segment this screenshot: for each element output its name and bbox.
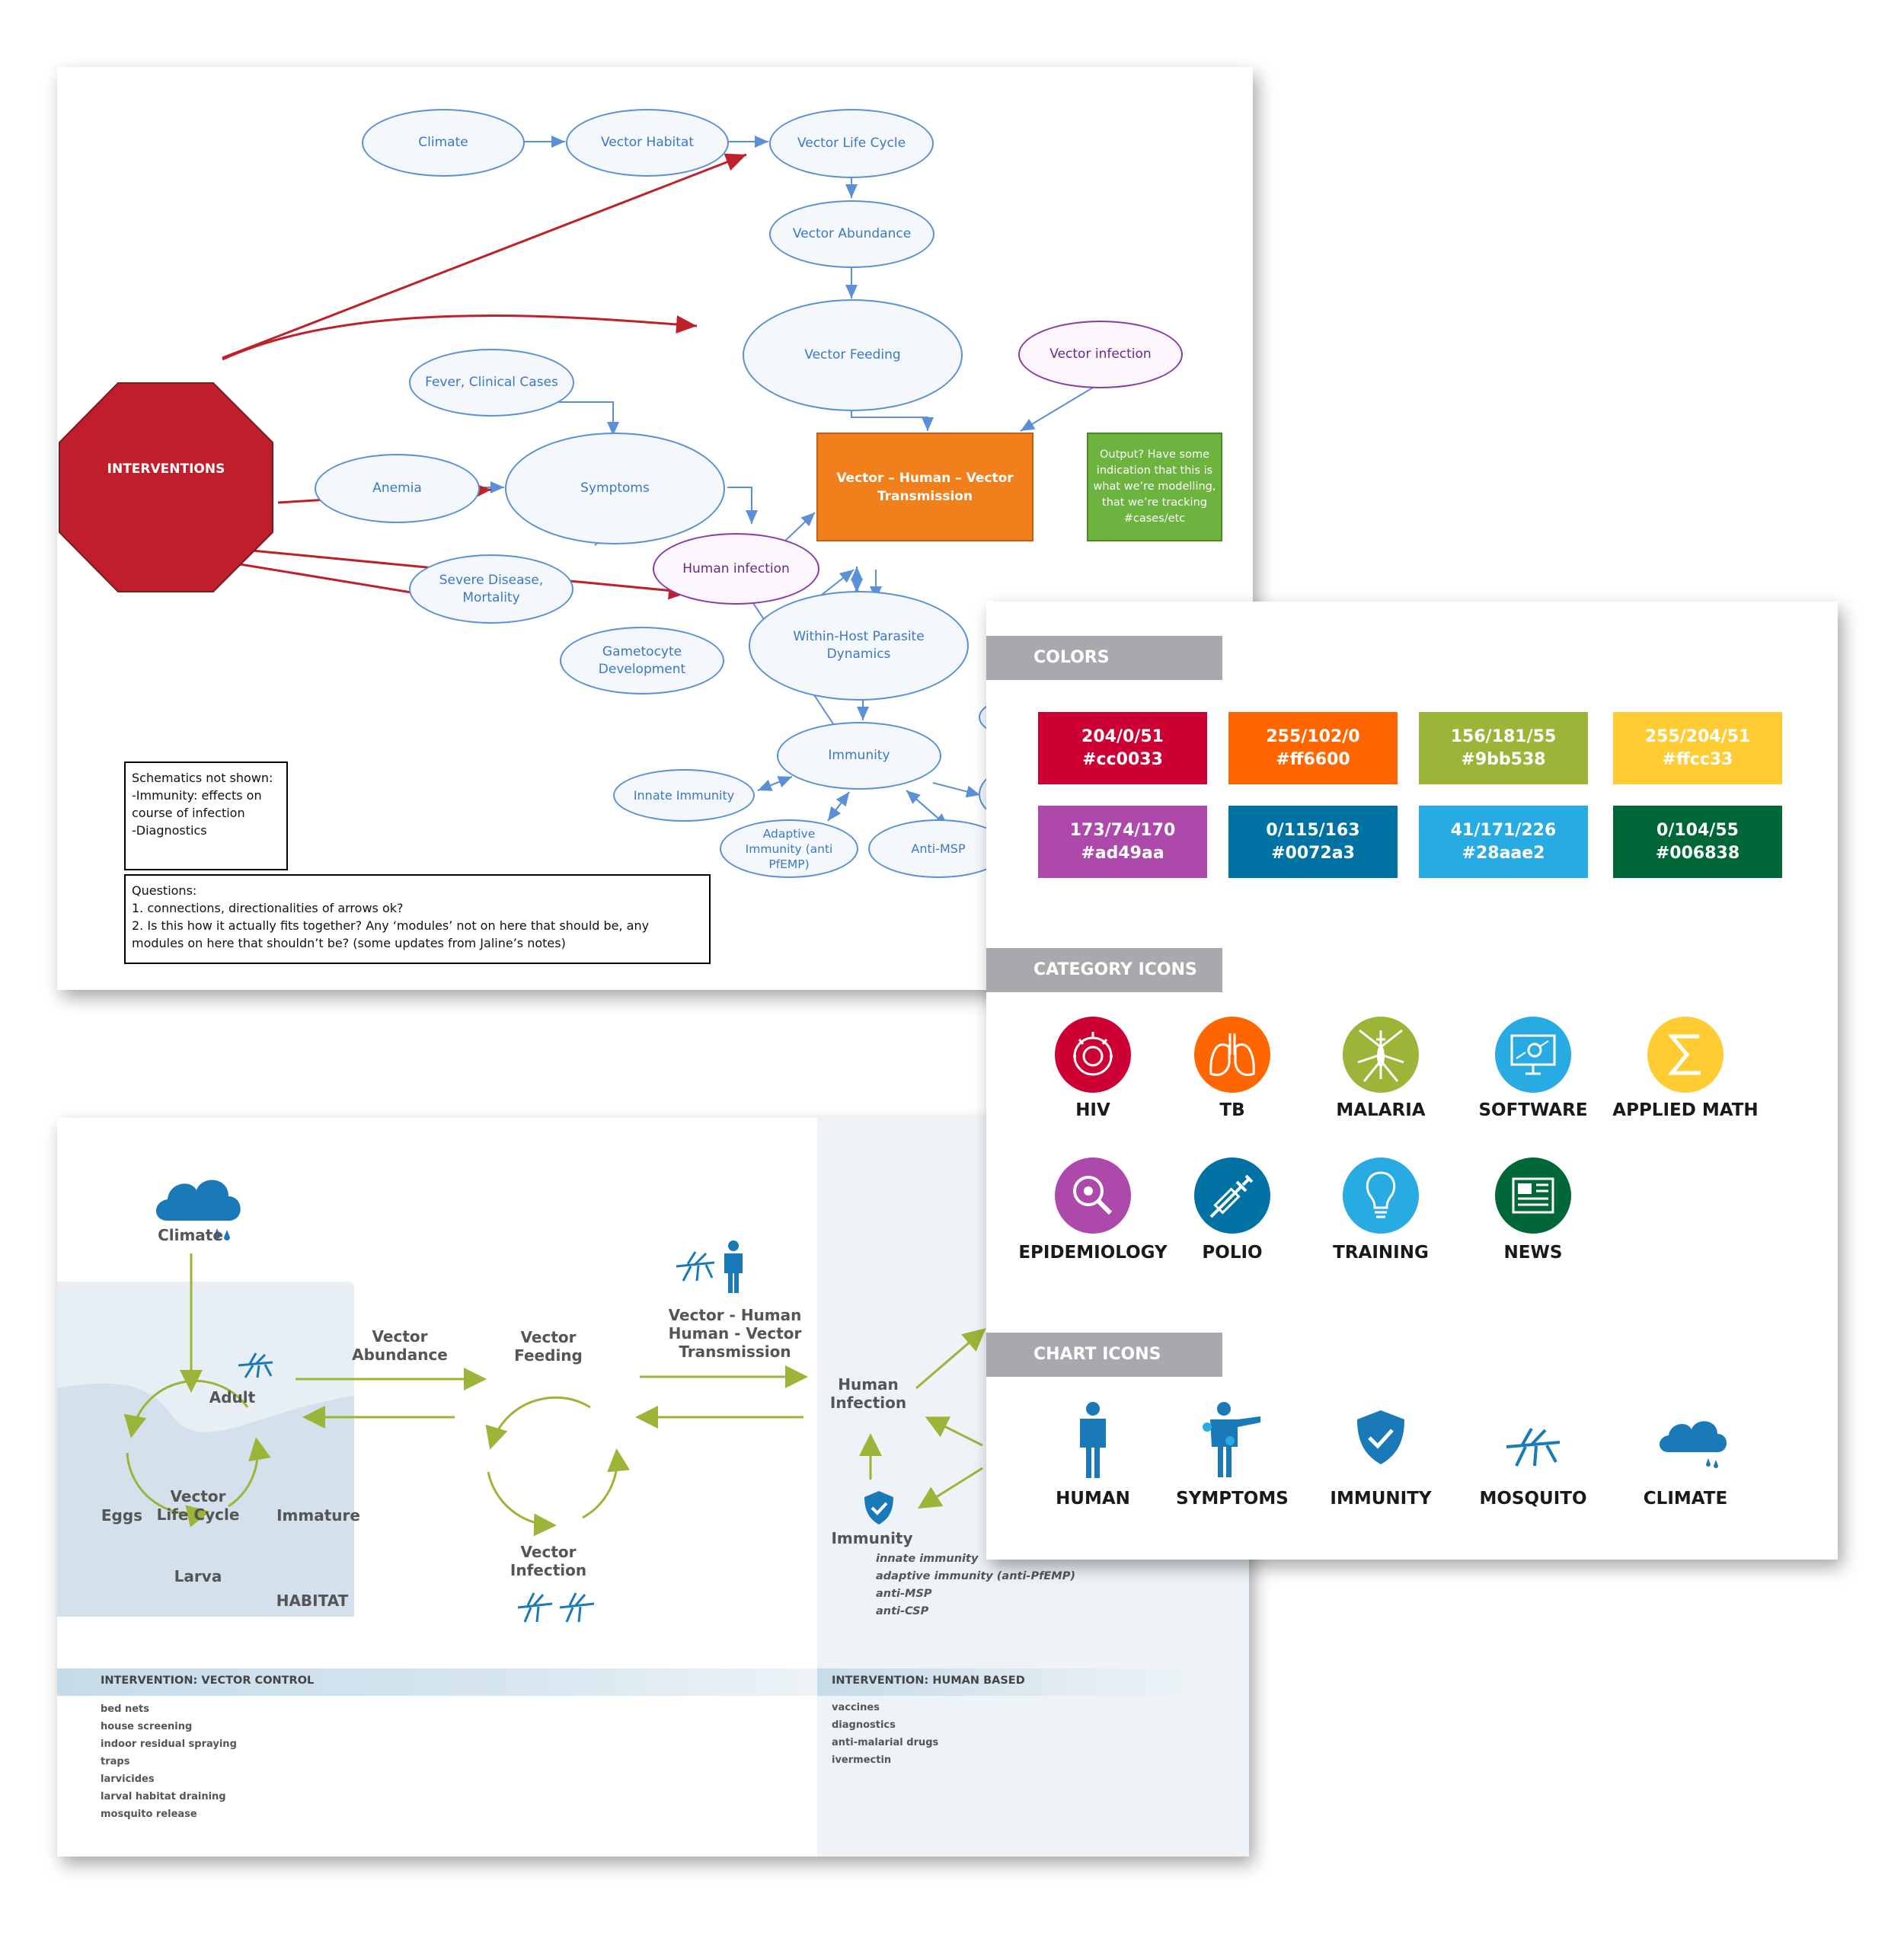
label-adult: Adult xyxy=(209,1388,256,1406)
shield-icon xyxy=(1357,1410,1404,1464)
habitat-water xyxy=(57,1383,354,1617)
color-swatch-orange: 255/102/0#ff6600 xyxy=(1228,712,1398,784)
mosquito-icon xyxy=(676,1251,715,1282)
node-vector-human-transmission: Vector – Human – Vector Transmission xyxy=(816,433,1033,541)
immunity-list: innate immunity adaptive immunity (anti-… xyxy=(876,1553,1075,1617)
newspaper-icon xyxy=(1495,1157,1571,1234)
human-based-title: INTERVENTION: HUMAN BASED xyxy=(832,1675,1025,1687)
human-icon xyxy=(724,1240,743,1293)
mosquito-icon xyxy=(238,1352,273,1378)
interventions-label: INTERVENTIONS xyxy=(107,461,225,477)
color-swatch-red: 204/0/51#cc0033 xyxy=(1038,712,1207,784)
syringe-icon xyxy=(1194,1157,1270,1234)
computer-icon xyxy=(1495,1017,1571,1093)
node-adaptive-immunity: Adaptive Immunity (anti PfEMP) xyxy=(720,819,858,878)
magnifier-icon xyxy=(1055,1157,1131,1234)
illustrated-arrows xyxy=(123,1253,986,1537)
color-swatch-purple: 173/74/170#ad49aa xyxy=(1038,806,1207,878)
color-swatch-green: 156/181/55#9bb538 xyxy=(1419,712,1588,784)
vector-control-bar xyxy=(57,1668,819,1696)
colors-section-title: COLORS xyxy=(986,636,1222,680)
mosquito-icon xyxy=(1506,1428,1561,1467)
schematic-connectors xyxy=(59,136,1097,828)
label-eggs: Eggs xyxy=(101,1506,143,1525)
vector-control-title: INTERVENTION: VECTOR CONTROL xyxy=(101,1675,315,1687)
node-anemia: Anemia xyxy=(315,454,480,523)
node-innate-immunity: Innate Immunity xyxy=(613,769,755,822)
category-label-software: SOFTWARE xyxy=(1478,1100,1588,1120)
node-vector-life-cycle: Vector Life Cycle xyxy=(769,109,934,178)
label-climate: Climate xyxy=(158,1226,223,1244)
interventions-octagon xyxy=(59,382,273,592)
chart-label-climate: CLIMATE xyxy=(1643,1489,1728,1509)
node-immunity: Immunity xyxy=(777,722,941,790)
category-label-hiv: HIV xyxy=(1075,1100,1110,1120)
node-symptoms: Symptoms xyxy=(505,433,725,544)
cloud-rain-icon xyxy=(1660,1421,1727,1468)
label-larva: Larva xyxy=(174,1567,222,1585)
chart-label-immunity: IMMUNITY xyxy=(1330,1489,1432,1509)
node-fever-clinical-cases: Fever, Clinical Cases xyxy=(409,349,574,417)
node-anti-msp: Anti-MSP xyxy=(868,819,1008,878)
color-swatch-dark-green: 0/104/55#006838 xyxy=(1613,806,1782,878)
human-icon xyxy=(1080,1402,1106,1478)
note-questions: Questions: 1. connections, directionalit… xyxy=(124,874,711,964)
label-vector-life-cycle: Vector Life Cycle xyxy=(156,1487,240,1524)
category-label-polio: POLIO xyxy=(1202,1243,1263,1263)
node-gametocyte: Gametocyte Development xyxy=(560,627,724,694)
sigma-icon xyxy=(1647,1017,1724,1093)
chart-icons-section-title: CHART ICONS xyxy=(986,1333,1222,1377)
vector-control-list: bed nets house screening indoor residual… xyxy=(101,1703,237,1820)
human-based-list: vaccines diagnostics anti-malarial drugs… xyxy=(832,1702,939,1766)
label-vector-abundance: Vector Abundance xyxy=(352,1327,448,1364)
color-swatch-light-blue: 41/171/226#28aae2 xyxy=(1419,806,1588,878)
label-immature: Immature xyxy=(276,1506,360,1525)
category-label-applied-math: APPLIED MATH xyxy=(1612,1100,1759,1120)
label-vector-infection: Vector Infection xyxy=(510,1543,587,1579)
node-vector-infection: Vector infection xyxy=(1018,321,1183,388)
category-label-news: NEWS xyxy=(1503,1243,1563,1263)
human-based-bar xyxy=(817,1668,1198,1696)
label-human-infection: Human Infection xyxy=(829,1375,907,1412)
node-output: Output? Have some indication that this i… xyxy=(1087,433,1222,541)
lungs-icon xyxy=(1194,1017,1270,1093)
style-guide-card: COLORS 204/0/51#cc0033 255/102/0#ff6600 … xyxy=(986,602,1838,1560)
shield-icon xyxy=(864,1491,893,1525)
category-label-training: TRAINING xyxy=(1333,1243,1429,1263)
mosquito-icon xyxy=(1343,1017,1419,1093)
node-vector-abundance: Vector Abundance xyxy=(769,200,934,268)
symptoms-icon xyxy=(1203,1402,1260,1477)
color-swatch-yellow: 255/204/51#ffcc33 xyxy=(1613,712,1782,784)
node-vector-habitat: Vector Habitat xyxy=(566,109,729,177)
label-habitat: HABITAT xyxy=(276,1592,349,1610)
cloud-rain-icon xyxy=(156,1180,241,1240)
mosquito-pair-icon xyxy=(517,1592,595,1623)
lightbulb-icon xyxy=(1343,1157,1419,1234)
hiv-icon xyxy=(1055,1017,1131,1093)
label-immunity: Immunity xyxy=(831,1529,913,1547)
label-vector-human-transmission: Vector - Human Human - Vector Transmissi… xyxy=(668,1306,802,1361)
chart-label-symptoms: SYMPTOMS xyxy=(1176,1489,1289,1509)
node-severe-disease: Severe Disease, Mortality xyxy=(409,554,573,624)
node-climate: Climate xyxy=(362,109,525,177)
chart-label-mosquito: MOSQUITO xyxy=(1479,1489,1587,1509)
category-label-tb: TB xyxy=(1219,1100,1245,1120)
category-label-epidemiology: EPIDEMIOLOGY xyxy=(1018,1243,1168,1263)
category-icons-section-title: CATEGORY ICONS xyxy=(986,948,1222,992)
chart-label-human: HUMAN xyxy=(1056,1489,1130,1509)
node-vector-feeding: Vector Feeding xyxy=(743,299,963,411)
color-swatch-blue: 0/115/163#0072a3 xyxy=(1228,806,1398,878)
node-human-infection: Human infection xyxy=(653,533,819,605)
node-within-host: Within-Host Parasite Dynamics xyxy=(749,591,969,701)
category-label-malaria: MALARIA xyxy=(1336,1100,1426,1120)
note-schematics-not-shown: Schematics not shown: -Immunity: effects… xyxy=(124,761,288,870)
label-vector-feeding: Vector Feeding xyxy=(514,1328,583,1365)
